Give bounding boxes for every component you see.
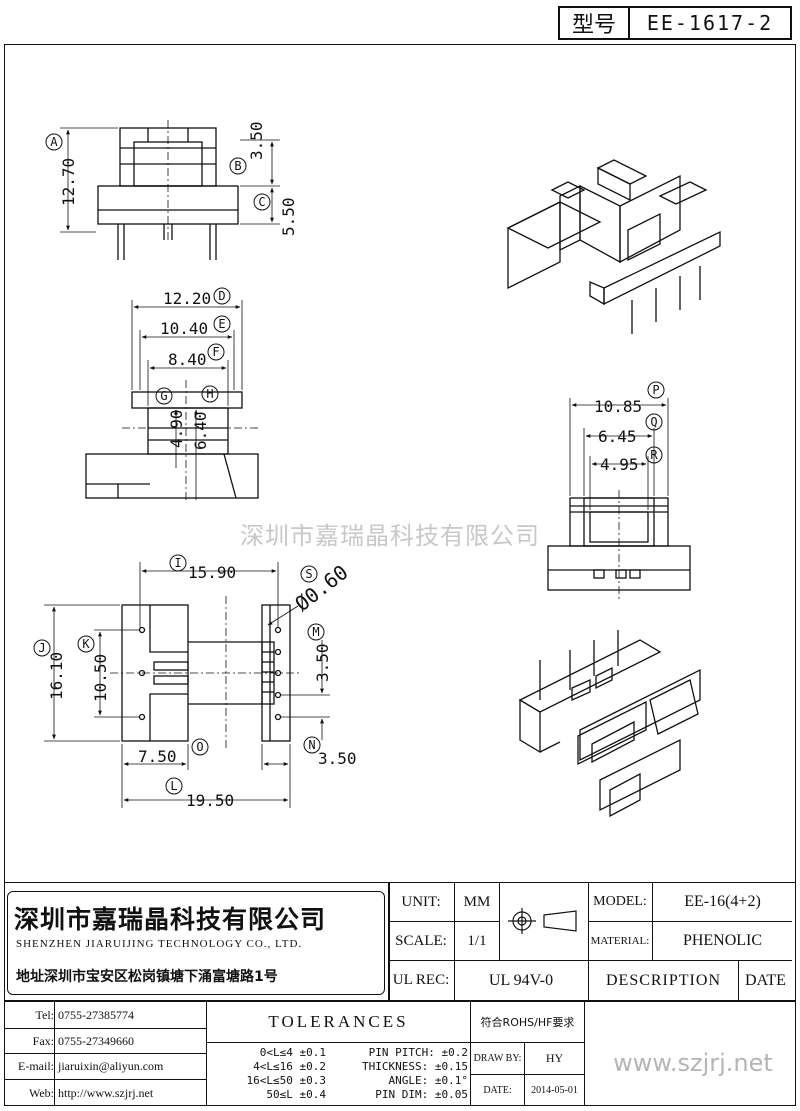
- marker-c: C: [258, 195, 265, 209]
- scale-value: 1/1: [467, 932, 487, 949]
- dim-g: 4.90: [167, 409, 186, 448]
- iso-view-top: [506, 159, 721, 334]
- company-address: 地址深圳市宝安区松岗镇塘下涌富塘路1号: [16, 969, 278, 985]
- marker-j: J: [38, 641, 45, 655]
- email-label: E-mail:: [18, 1059, 54, 1073]
- model-label: MODEL:: [593, 894, 647, 909]
- unit-label: UNIT:: [401, 893, 441, 910]
- tolerances-label: TOLERANCES: [268, 1012, 409, 1031]
- unit-value: MM: [463, 893, 491, 910]
- dim-p: 10.85: [594, 397, 642, 416]
- iso-view-bottom: [518, 630, 701, 818]
- marker-r: R: [650, 448, 658, 462]
- marker-f: F: [212, 345, 219, 359]
- dim-f: 8.40: [168, 350, 207, 369]
- model-header-label: 型号: [560, 8, 630, 38]
- title-block: 深圳市嘉瑞晶科技有限公司 SHENZHEN JIARUIJING TECHNOL…: [4, 882, 796, 1106]
- tolerance-list: 0<L≤4 ±0.1 4<L≤16 ±0.2 16<L≤50 ±0.3 50≤L…: [210, 1046, 326, 1102]
- scale-label: SCALE:: [395, 932, 447, 949]
- model-header-box: 型号 EE-1617-2: [558, 6, 792, 40]
- dim-k: 10.50: [91, 654, 110, 702]
- material-value: PHENOLIC: [682, 932, 763, 949]
- fax-label: Fax:: [32, 1033, 54, 1048]
- fax-value: 0755-27349660: [58, 1033, 134, 1048]
- side-view: [85, 300, 259, 500]
- pin-tolerance-4: PIN DIM: ±0.05: [375, 1088, 468, 1101]
- dim-q: 6.45: [598, 427, 637, 446]
- marker-p: P: [652, 383, 659, 397]
- ulrec-label: UL REC:: [392, 972, 450, 988]
- dim-b: 3.50: [247, 121, 266, 160]
- pin-tolerance-3: ANGLE: ±0.1°: [388, 1074, 468, 1087]
- ulrec-value: UL 94V-0: [488, 971, 554, 989]
- dim-j: 16.10: [47, 652, 66, 700]
- marker-n: N: [308, 738, 315, 752]
- tolerance-1: 0<L≤4 ±0.1: [259, 1046, 326, 1059]
- drawby-value: HY: [545, 1051, 564, 1065]
- dim-o: 7.50: [138, 747, 177, 766]
- tel-value: 0755-27385774: [58, 1007, 134, 1022]
- marker-o: O: [196, 740, 203, 754]
- dim-a: 12.70: [59, 158, 78, 206]
- date-header-label: DATE: [745, 971, 786, 989]
- bottom-view: [44, 562, 330, 808]
- dim-r: 4.95: [600, 455, 639, 474]
- marker-s: S: [305, 567, 312, 581]
- marker-e: E: [218, 317, 225, 331]
- marker-d: D: [218, 289, 225, 303]
- tolerance-3: 16<L≤50 ±0.3: [246, 1074, 326, 1087]
- dim-s: Ø0.60: [290, 560, 352, 616]
- model-header-value: EE-1617-2: [646, 11, 774, 35]
- date-value: 2014-05-01: [531, 1085, 578, 1096]
- dim-m: 3.50: [313, 643, 332, 682]
- dim-e: 10.40: [160, 319, 208, 338]
- drawing-frame: [4, 44, 796, 1106]
- material-label: MATERIAL:: [590, 935, 650, 947]
- web-value: http://www.szjrj.net: [58, 1085, 154, 1100]
- dim-i: 15.90: [188, 563, 236, 582]
- pin-tolerance-list: PIN PITCH: ±0.2 THICKNESS: ±0.15 ANGLE: …: [326, 1046, 468, 1102]
- marker-q: Q: [650, 415, 657, 429]
- marker-b: B: [234, 159, 241, 173]
- watermark-text: 深圳市嘉瑞晶科技有限公司: [240, 522, 540, 550]
- rohs-label: 符合ROHS/HF要求: [480, 1016, 575, 1029]
- drawby-label: DRAW BY:: [473, 1053, 522, 1064]
- model-value: EE-16(4+2): [684, 893, 761, 910]
- email-value: jiaruixin@aliyun.com: [58, 1059, 164, 1073]
- company-name-cn: 深圳市嘉瑞晶科技有限公司: [14, 905, 327, 934]
- marker-h: H: [206, 387, 213, 401]
- company-box: 深圳市嘉瑞晶科技有限公司 SHENZHEN JIARUIJING TECHNOL…: [7, 891, 385, 995]
- description-label: DESCRIPTION: [605, 971, 721, 989]
- pin-tolerance-2: THICKNESS: ±0.15: [362, 1060, 468, 1073]
- marker-l: L: [170, 779, 177, 793]
- front-view: [60, 120, 280, 260]
- marker-i: I: [174, 556, 181, 570]
- date-row-label: DATE:: [483, 1085, 512, 1096]
- dim-n: 3.50: [318, 749, 357, 768]
- web-label: Web:: [28, 1085, 54, 1100]
- projection-symbol-icon: [508, 908, 577, 934]
- marker-m: M: [312, 625, 319, 639]
- website-watermark: www.szjrj.net: [613, 1049, 773, 1077]
- end-view: [547, 398, 691, 600]
- marker-g: G: [160, 389, 167, 403]
- company-name-en: SHENZHEN JIARUIJING TECHNOLOGY CO., LTD.: [16, 938, 303, 950]
- marker-a: A: [50, 135, 58, 149]
- tolerance-4: 50≤L ±0.4: [266, 1088, 326, 1101]
- dim-d: 12.20: [163, 289, 211, 308]
- dim-h: 6.40: [191, 411, 210, 450]
- dim-c: 5.50: [279, 197, 298, 236]
- tel-label: Tel:: [35, 1007, 55, 1022]
- dim-l: 19.50: [186, 791, 234, 810]
- marker-k: K: [82, 637, 90, 651]
- tolerance-2: 4<L≤16 ±0.2: [253, 1060, 326, 1073]
- technical-drawing: A B C D E F G H P Q R I S J K M O N L 12…: [33, 120, 721, 818]
- pin-tolerance-1: PIN PITCH: ±0.2: [368, 1046, 468, 1059]
